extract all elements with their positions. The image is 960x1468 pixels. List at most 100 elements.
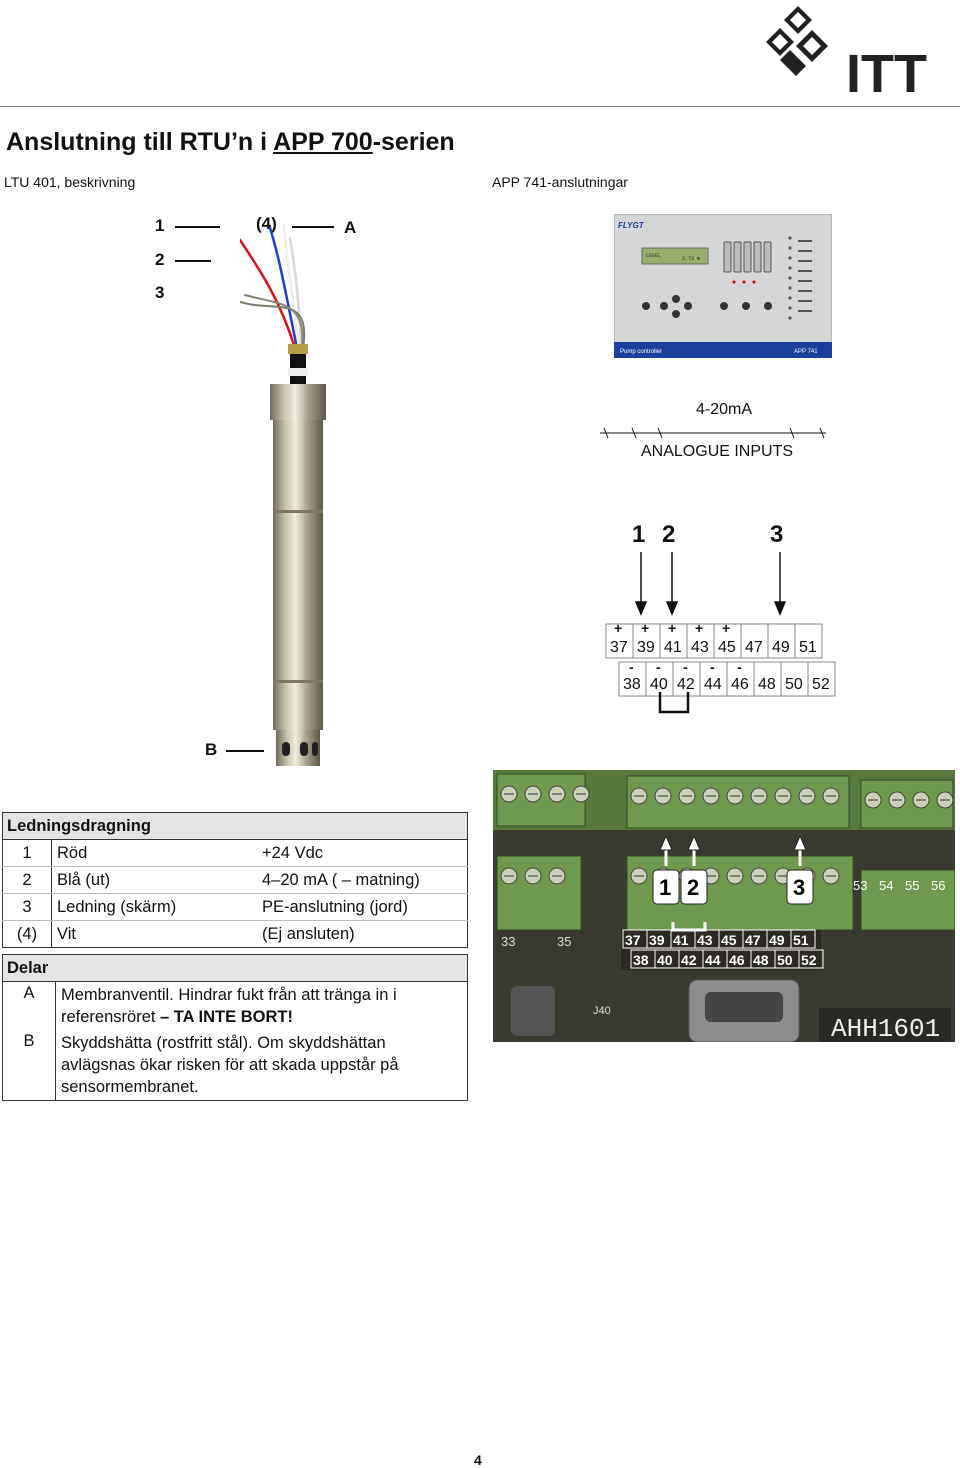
controller-display: [641, 247, 709, 265]
controller-footer-right: APP 741: [794, 349, 818, 355]
photo-terminal-38: 38: [633, 952, 649, 968]
page-number: 4: [474, 1452, 482, 1468]
minus-sign: -: [737, 659, 742, 675]
part-a-warning: – TA INTE BORT!: [160, 1008, 293, 1026]
photo-terminal-47: 47: [745, 932, 761, 948]
photo-left-term-35: 35: [557, 934, 571, 949]
terminal-44: 44: [704, 676, 722, 693]
leader-line: [175, 226, 220, 228]
terminal-cell: [807, 661, 836, 697]
minus-sign: -: [656, 659, 661, 675]
plus-sign: +: [695, 620, 703, 636]
itt-logo: ITT: [766, 6, 927, 102]
photo-board-label: AHH1601: [831, 1014, 940, 1042]
terminal-41: 41: [664, 639, 682, 656]
terminal-49: 49: [772, 639, 790, 656]
photo-left-term-33: 33: [501, 934, 515, 949]
arrow-down-icon: [634, 601, 648, 616]
part-a-text: Membranventil. Hindrar fukt från att trä…: [61, 986, 397, 1026]
terminal-48: 48: [758, 676, 776, 693]
plus-sign: +: [722, 620, 730, 636]
callout-3: 3: [155, 283, 165, 302]
plus-sign: +: [641, 620, 649, 636]
signal-label: 4-20mA: [696, 401, 752, 418]
wiring-heading: Ledningsdragning: [2, 812, 468, 840]
terminal-51: 51: [799, 639, 817, 656]
photo-terminal-42: 42: [681, 952, 697, 968]
photo-terminal-45: 45: [721, 932, 737, 948]
photo-terminal-41: 41: [673, 932, 689, 948]
title-link[interactable]: APP 700: [273, 128, 373, 156]
plus-sign: +: [668, 620, 676, 636]
photo-terminal-50: 50: [777, 952, 793, 968]
callout-4: (4): [256, 214, 277, 233]
minus-sign: -: [710, 659, 715, 675]
terminal-photo: 33 35 J40 AHH1601 37 39 41 43 45 47 49 51 38 40 42…: [493, 770, 955, 1042]
terminal-45: 45: [718, 639, 736, 656]
photo-terminal-46: 46: [729, 952, 745, 968]
photo-terminal-39: 39: [649, 932, 665, 948]
terminal-50: 50: [785, 676, 803, 693]
terminal-38: 38: [623, 676, 641, 693]
header-rule: [0, 106, 960, 107]
app741-controller: FLYGT LEVEL 2.73 m Pump controller APP 7…: [614, 214, 832, 358]
photo-connector-label: J40: [593, 1005, 611, 1017]
callout-b: B: [205, 740, 218, 759]
arrow-down-icon: [773, 601, 787, 616]
arrow-number-1: 1: [632, 521, 645, 548]
photo-jumper-bracket: [671, 922, 707, 932]
display-value: 2.73 m: [682, 256, 700, 262]
callout-2: 2: [155, 250, 165, 269]
terminal-cell: [794, 623, 823, 659]
terminal-diagram: 4-20mA ANALOGUE INPUTS 1 2 3 +++++----- …: [600, 401, 836, 714]
photo-terminal-52: 52: [801, 952, 817, 968]
callout-a: A: [344, 218, 357, 237]
terminal-37: 37: [610, 639, 628, 656]
itt-emblem-icon: [766, 6, 828, 76]
analogue-inputs-label: ANALOGUE INPUTS: [641, 443, 793, 460]
photo-terminal-55: 55: [905, 878, 919, 893]
terminal-40: 40: [650, 676, 668, 693]
controller-footer-left: Pump controller: [620, 349, 662, 355]
minus-sign: -: [683, 659, 688, 675]
controller-brand: FLYGT: [618, 221, 645, 230]
logo-text: ITT: [846, 44, 927, 102]
photo-number-3: 3: [793, 875, 805, 900]
photo-terminal-51: 51: [793, 932, 809, 948]
display-label: LEVEL: [646, 253, 661, 259]
terminal-43: 43: [691, 639, 709, 656]
sensor-illustration: [240, 223, 326, 766]
terminal-47: 47: [745, 639, 763, 656]
plus-sign: +: [614, 620, 622, 636]
terminal-46: 46: [731, 676, 749, 693]
minus-sign: -: [629, 659, 634, 675]
photo-terminal-40: 40: [657, 952, 673, 968]
photo-terminal-48: 48: [753, 952, 769, 968]
terminal-52: 52: [812, 676, 830, 693]
photo-terminal-43: 43: [697, 932, 713, 948]
part-b-text: Skyddshätta (rostfritt stål). Om skyddsh…: [61, 1034, 399, 1096]
callout-1: 1: [155, 216, 165, 235]
leader-line: [292, 226, 334, 228]
arrow-number-3: 3: [770, 521, 783, 548]
photo-terminal-54: 54: [879, 878, 893, 893]
arrow-down-icon: [665, 601, 679, 616]
right-caption: APP 741-anslutningar: [492, 174, 628, 190]
leader-line: [175, 260, 211, 262]
photo-terminal-37: 37: [625, 932, 641, 948]
photo-number-2: 2: [687, 875, 699, 900]
photo-terminal-56: 56: [931, 878, 945, 893]
terminal-39: 39: [637, 639, 655, 656]
left-caption: LTU 401, beskrivning: [4, 174, 136, 190]
jumper-bracket: [658, 692, 690, 714]
photo-terminal-49: 49: [769, 932, 785, 948]
parts-heading: Delar: [2, 954, 468, 982]
photo-terminal-44: 44: [705, 952, 721, 968]
